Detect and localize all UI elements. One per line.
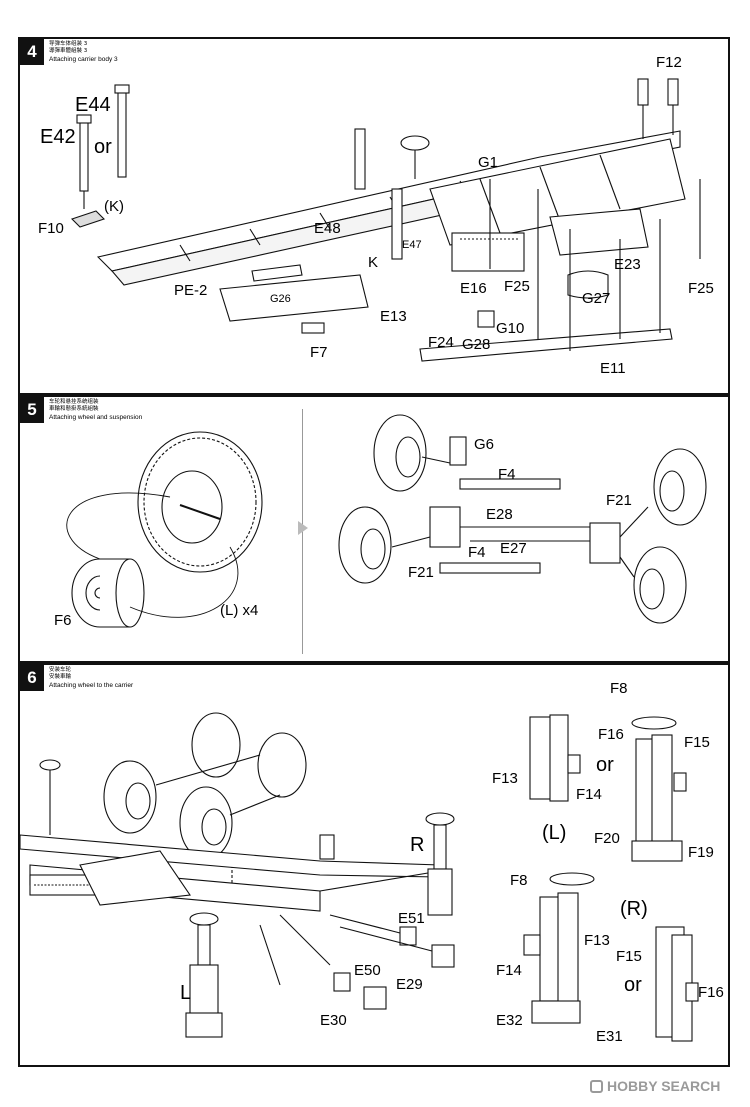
part-e50 <box>333 972 351 992</box>
wheel-suspension-drawing <box>66 414 707 628</box>
label-l-x4: (L) x4 <box>220 602 259 619</box>
wheel-attach-drawing <box>20 712 699 1042</box>
label-f19: F19 <box>688 844 714 861</box>
label-e29: E29 <box>396 976 423 993</box>
step-title-cn-traditional: 車輪和懸掛系統組裝 <box>49 406 99 412</box>
leg-variant-drawing <box>523 714 699 1042</box>
suspension-assembly-drawing <box>338 414 707 624</box>
label-f16-bottom: F16 <box>698 984 724 1001</box>
label-r: R <box>410 834 425 856</box>
label-f8-bottom: F8 <box>510 872 528 889</box>
label-f8-top: F8 <box>610 680 628 697</box>
label-f21-right: F21 <box>606 492 632 509</box>
pin-parts-drawing <box>70 84 130 228</box>
label-e11: E11 <box>600 360 626 377</box>
carrier-chassis-drawing <box>20 759 441 986</box>
label-e16: E16 <box>460 280 487 297</box>
label-f15-top: F15 <box>684 734 710 751</box>
label-f4-top: F4 <box>498 466 516 483</box>
step-title-en: Attaching wheel to the carrier <box>49 682 134 689</box>
label-f6: F6 <box>54 612 72 629</box>
step-number: 6 <box>20 665 44 691</box>
label-f12: F12 <box>656 54 682 71</box>
label-or: or <box>94 136 112 158</box>
step-title-cn-traditional: 導彈車體組裝 3 <box>49 48 88 54</box>
label-f13-top: F13 <box>492 770 518 787</box>
step-4-panel: 4 导弹车体组装 3 導彈車體組裝 3 Attaching carrier bo… <box>18 37 730 395</box>
hobby-search-watermark: HOBBY SEARCH <box>590 1078 720 1094</box>
wheel-rim-drawing <box>71 558 145 628</box>
hobby-search-logo-icon <box>590 1080 603 1093</box>
label-f7: F7 <box>310 344 328 361</box>
watermark-text: HOBBY SEARCH <box>607 1078 721 1094</box>
label-k-paren: (K) <box>104 198 124 215</box>
tire-drawing <box>137 431 263 573</box>
label-e32: E32 <box>496 1012 523 1029</box>
carrier-body-drawing <box>70 78 701 362</box>
label-or-bottom: or <box>624 974 642 996</box>
step-number: 4 <box>20 39 44 65</box>
next-arrow-icon <box>298 521 308 535</box>
part-e30 <box>363 986 387 1010</box>
label-f25-left: F25 <box>504 278 530 295</box>
label-f13-bottom: F13 <box>584 932 610 949</box>
label-g1: G1 <box>478 154 499 171</box>
label-e44: E44 <box>75 94 111 116</box>
label-e13: E13 <box>380 308 407 325</box>
label-e42: E42 <box>40 126 76 148</box>
label-g6: G6 <box>474 436 495 453</box>
label-f25-right: F25 <box>688 280 714 297</box>
label-k: K <box>368 254 379 271</box>
label-f24: F24 <box>428 334 454 351</box>
step-title-cn: 车轮和悬挂系统组装 <box>49 399 99 405</box>
label-or-top: or <box>596 754 614 776</box>
label-e27: E27 <box>500 540 527 557</box>
label-e31: E31 <box>596 1028 623 1045</box>
step-title-cn: 导弹车体组装 3 <box>49 41 88 47</box>
label-g28: G28 <box>462 336 491 353</box>
step-title-en: Attaching wheel and suspension <box>49 414 143 421</box>
label-l-paren: (L) <box>542 822 567 844</box>
label-pe2: PE-2 <box>174 282 208 299</box>
label-f20: F20 <box>594 830 620 847</box>
label-e47: E47 <box>402 239 422 251</box>
label-l: L <box>180 982 192 1004</box>
label-r-paren: (R) <box>620 898 648 920</box>
label-e48: E48 <box>314 220 341 237</box>
label-f10: F10 <box>38 220 64 237</box>
label-f14-bottom: F14 <box>496 962 522 979</box>
step-title-cn: 安装车轮 <box>49 667 72 673</box>
label-f4-bottom: F4 <box>468 544 486 561</box>
label-e28: E28 <box>486 506 513 523</box>
label-e23: E23 <box>614 256 641 273</box>
step-title-cn-traditional: 安裝車輪 <box>49 674 72 680</box>
step-title-en: Attaching carrier body 3 <box>49 56 118 63</box>
label-f16-top: F16 <box>598 726 624 743</box>
label-f15-bottom: F15 <box>616 948 642 965</box>
part-e29 <box>431 944 455 968</box>
step-5-panel: 5 车轮和悬挂系统组装 車輪和懸掛系統組裝 Attaching wheel an… <box>18 395 730 663</box>
wheel-set-drawing <box>103 712 307 905</box>
label-f14-top: F14 <box>576 786 602 803</box>
label-g26: G26 <box>270 293 291 305</box>
label-e50: E50 <box>354 962 381 979</box>
support-leg-drawing <box>185 812 455 1038</box>
part-e51 <box>399 926 417 946</box>
step-number: 5 <box>20 397 44 423</box>
label-f21-left: F21 <box>408 564 434 581</box>
step-6-panel: 6 安装车轮 安裝車輪 Attaching wheel to the carri… <box>18 663 730 1067</box>
label-e51: E51 <box>398 910 425 927</box>
chassis-frame-drawing <box>96 78 701 362</box>
label-g27: G27 <box>582 290 611 307</box>
label-g10: G10 <box>496 320 525 337</box>
label-e30: E30 <box>320 1012 347 1029</box>
